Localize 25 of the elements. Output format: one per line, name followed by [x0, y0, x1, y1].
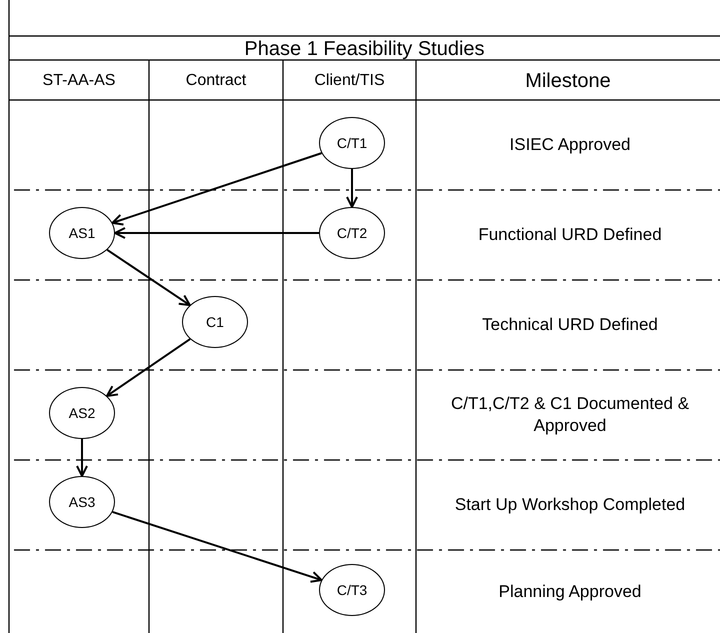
- milestone-text: Planning Approved: [498, 580, 642, 602]
- milestone-text: Start Up Workshop Completed: [454, 494, 686, 516]
- milestone-text: C/T1,C/T2 & C1 Documented & Approved: [450, 393, 690, 437]
- milestone-text: Functional URD Defined: [477, 224, 663, 246]
- arrow: [112, 510, 322, 583]
- milestone-text: Technical URD Defined: [481, 314, 659, 336]
- step-ellipse: C/T3: [319, 564, 385, 616]
- column-header: Contract: [184, 71, 248, 91]
- arrow: [106, 249, 191, 306]
- step-ellipse: AS3: [49, 476, 115, 528]
- arrow: [111, 152, 322, 226]
- table-title: Phase 1 Feasibility Studies: [243, 38, 486, 60]
- arrow: [106, 338, 191, 397]
- arrow: [346, 169, 358, 208]
- step-ellipse: C/T2: [319, 207, 385, 259]
- arrow: [76, 439, 88, 477]
- step-ellipse: AS1: [49, 207, 115, 259]
- step-ellipse: AS2: [49, 387, 115, 439]
- column-header: ST-AA-AS: [42, 71, 116, 91]
- arrow: [114, 227, 319, 239]
- column-header: Client/TIS: [313, 71, 386, 91]
- milestone-text: ISIEC Approved: [508, 134, 632, 156]
- step-ellipse: C1: [182, 296, 248, 348]
- column-header: Milestone: [524, 68, 612, 94]
- step-ellipse: C/T1: [319, 117, 385, 169]
